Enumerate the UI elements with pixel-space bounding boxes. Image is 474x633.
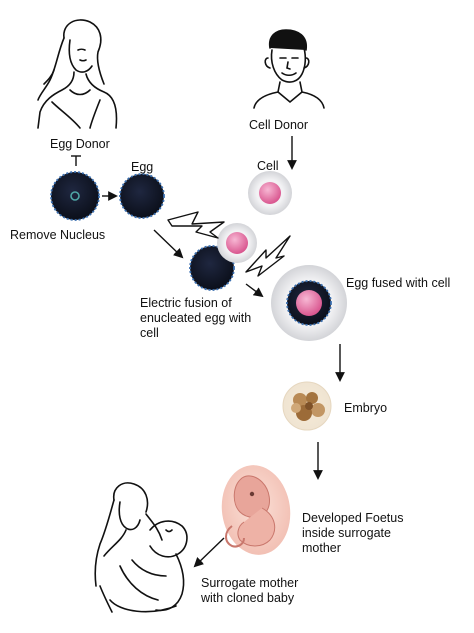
man-portrait-icon	[253, 29, 325, 109]
egg-with-nucleus	[50, 171, 100, 221]
egg-label: Egg	[131, 160, 154, 174]
donor-cell	[248, 171, 292, 215]
developed-foetus-label: Developed Foetus inside surrogate mother	[302, 511, 404, 555]
remove-nucleus-label: Remove Nucleus	[10, 228, 106, 242]
fused-egg	[271, 265, 347, 341]
cell-label: Cell	[257, 159, 279, 173]
foetus-image	[221, 465, 291, 555]
arrow-foetus-to-surrogate	[193, 537, 225, 568]
arrow-fusion-to-fused	[245, 283, 264, 298]
flow-arrows	[71, 136, 345, 568]
egg-fused-label: Egg fused with cell	[346, 276, 451, 290]
embryo-image	[282, 381, 332, 431]
arrow-egg-donor-to-egg	[71, 155, 81, 166]
arrow-enucleated-to-fusion	[153, 229, 184, 259]
embryo-label: Embryo	[344, 401, 388, 415]
surrogate-mother-label: Surrogate mother with cloned baby	[201, 576, 299, 605]
woman-portrait-icon	[37, 19, 118, 129]
mother-with-baby-icon	[94, 482, 188, 613]
fusion-cell	[217, 223, 257, 263]
cell-donor-label: Cell Donor	[249, 118, 309, 132]
lightning-bolt-icon	[167, 211, 225, 239]
electric-fusion-label: Electric fusion of enucleated egg with c…	[140, 296, 252, 340]
egg-donor-label: Egg Donor	[50, 137, 110, 151]
enucleated-egg	[119, 173, 165, 219]
lightning-bolt-icon	[245, 235, 291, 277]
